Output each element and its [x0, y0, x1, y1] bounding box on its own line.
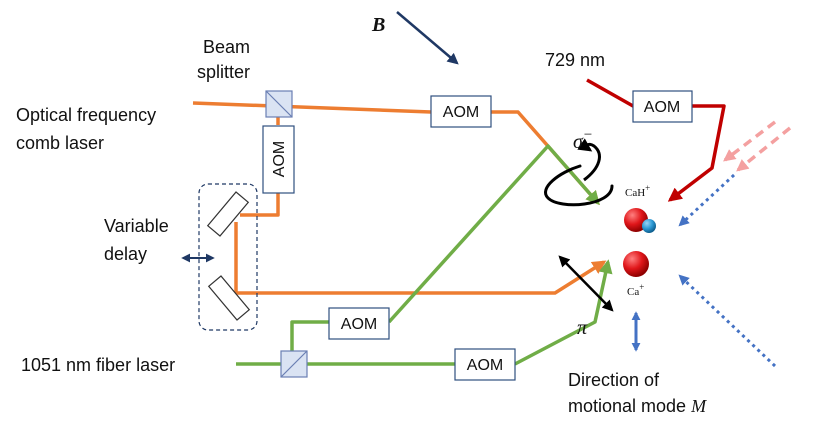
fiber-beam-split-up — [290, 320, 329, 364]
aom-729-label: AOM — [644, 99, 680, 116]
comb-laser-label-2: comb laser — [16, 133, 104, 153]
beam-729 — [586, 78, 726, 202]
aom-fiber-lower-label: AOM — [467, 357, 503, 374]
fiber-beam-lower-to-ions — [514, 259, 613, 366]
pi-polarization-arrow — [558, 255, 614, 312]
beam-splitter-comb — [265, 90, 293, 118]
aom-fiber-lower: AOM — [454, 348, 516, 381]
dotted-blue-beam-upper — [678, 173, 736, 227]
wavelength-729-label: 729 nm — [545, 50, 605, 70]
aom-fiber-upper: AOM — [328, 307, 390, 340]
aom-comb-vertical: AOM — [262, 125, 295, 194]
b-field-arrow — [396, 11, 459, 65]
comb-beam-aom-to-mirror — [240, 193, 280, 217]
cah-ion-h — [642, 219, 656, 233]
variable-delay-label-1: Variable — [104, 216, 169, 236]
dotted-blue-beam-lower — [678, 274, 777, 368]
b-field-label: B — [371, 14, 385, 36]
aom-729: AOM — [632, 90, 693, 123]
ca-ion-label: Ca+ — [627, 282, 644, 298]
sigma-minus-label: σ− — [573, 127, 593, 153]
aom-comb-top: AOM — [430, 95, 492, 128]
sigma-minus-polarization-icon — [544, 138, 614, 207]
delay-mirror-bottom — [207, 275, 251, 321]
beam-splitter-fiber — [280, 350, 308, 378]
beam-splitter-label-1: Beam — [203, 37, 250, 57]
aom-comb-vertical-label: AOM — [271, 141, 288, 177]
variable-delay-label-2: delay — [104, 244, 147, 264]
delay-mirror-top — [206, 191, 250, 237]
aom-comb-top-label: AOM — [443, 104, 479, 121]
beam-splitter-label-2: splitter — [197, 62, 250, 82]
comb-input-beam — [192, 101, 432, 114]
comb-beam-paths — [192, 101, 607, 295]
cah-ion-label: CaH+ — [625, 183, 650, 199]
ca-ion — [623, 251, 649, 277]
motional-mode-label-2: motional mode M — [568, 396, 707, 416]
aom-fiber-upper-label: AOM — [341, 316, 377, 333]
pi-label: π — [577, 317, 588, 339]
motional-mode-label-1: Direction of — [568, 370, 660, 390]
fiber-beam-upper-to-ions — [387, 144, 600, 324]
dashed-pink-beam-1 — [723, 120, 777, 162]
fiber-beam-paths — [236, 144, 613, 366]
dashed-pink-beam-2 — [736, 126, 792, 172]
fiber-laser-label: 1051 nm fiber laser — [21, 355, 175, 375]
comb-beam-delay-path — [234, 222, 607, 295]
comb-laser-label-1: Optical frequency — [16, 105, 156, 125]
